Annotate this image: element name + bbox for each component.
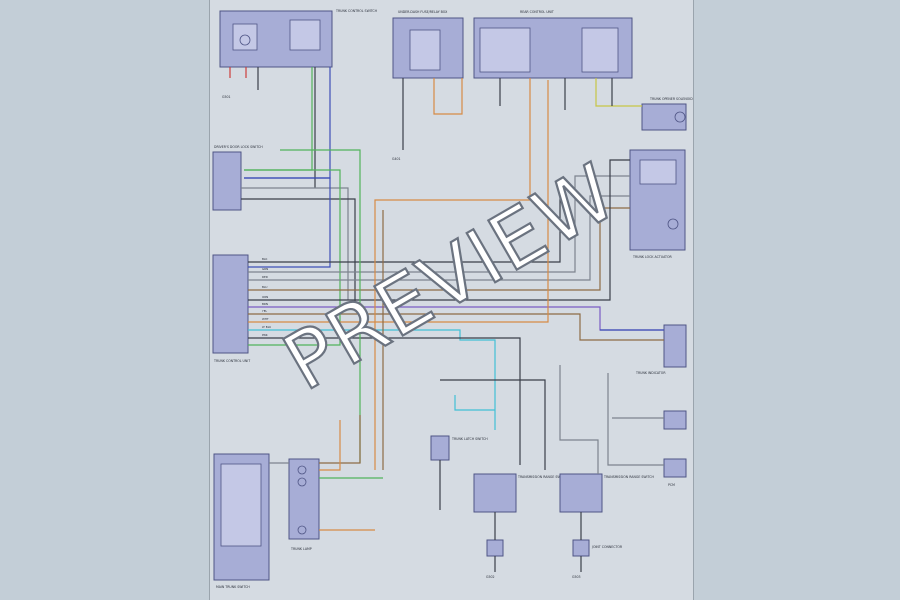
- rear-control-box: REAR CONTROL UNIT: [473, 10, 633, 79]
- relay-a-label: TRANSMISSION RANGE SWITCH: [517, 475, 568, 479]
- fuse-box: UNDER-DASH FUSE/RELAY BOX: [392, 10, 464, 79]
- rear-lamp-box: TRUNK LAMP: [288, 458, 320, 551]
- pin-label: ORN: [262, 295, 268, 299]
- harness-join-a: [486, 539, 504, 557]
- latch-switch-box: TRUNK LATCH SWITCH: [430, 435, 488, 461]
- lock-actuator-box: TRUNK LOCK ACTUATOR: [629, 149, 686, 259]
- ground-g2: G401: [392, 157, 401, 161]
- opener-solenoid-label: TRUNK OPENER SOLENOID: [649, 97, 693, 101]
- pin-label: RED: [262, 275, 268, 279]
- small-box-right-1: [663, 410, 687, 430]
- latch-switch-label: TRUNK LATCH SWITCH: [451, 437, 488, 441]
- pin-label: GRN: [262, 267, 268, 271]
- pin-label: PNK: [262, 333, 268, 337]
- indicator-box: TRUNK INDICATOR: [635, 324, 687, 375]
- pin-label: BRN: [262, 302, 268, 306]
- rear-control-label: REAR CONTROL UNIT: [520, 10, 554, 14]
- main-switch-label: MAIN TRUNK SWITCH: [216, 585, 250, 589]
- relay-b-label: TRANSMISSION RANGE SWITCH: [603, 475, 654, 479]
- relay-b-box: TRANSMISSION RANGE SWITCH: [559, 473, 654, 513]
- pcm-box: PCM: [663, 458, 687, 487]
- control-unit-box: TRUNK CONTROL UNIT: [212, 254, 250, 363]
- relay-a-box: TRANSMISSION RANGE SWITCH: [473, 473, 568, 513]
- pin-labels: BLK GRN RED BLU ORN BRN YEL WHT LT BLU P…: [262, 257, 271, 337]
- rear-lamp-label: TRUNK LAMP: [290, 547, 312, 551]
- ground-g1: G501: [222, 95, 231, 99]
- pin-label: WHT: [262, 317, 269, 321]
- pin-label: LT BLU: [262, 325, 271, 329]
- ground-g4: G503: [572, 575, 581, 579]
- ground-labels: G501 G401 G502 G503: [222, 95, 581, 579]
- lock-actuator-label: TRUNK LOCK ACTUATOR: [632, 255, 673, 259]
- pin-label: BLU: [262, 285, 267, 289]
- main-switch-box: MAIN TRUNK SWITCH: [213, 453, 270, 589]
- trunk-switch-label: TRUNK CONTROL SWITCH: [335, 9, 378, 13]
- harness-join-label: JOINT CONNECTOR: [591, 545, 623, 549]
- trunk-switch-box: TRUNK CONTROL SWITCH: [219, 9, 378, 68]
- pin-label: BLK: [262, 257, 267, 261]
- fuse-box-label: UNDER-DASH FUSE/RELAY BOX: [398, 10, 448, 14]
- opener-solenoid-box: TRUNK OPENER SOLENOID: [641, 97, 693, 131]
- preview-watermark: PREVIEW: [270, 147, 633, 409]
- harness-join-b: JOINT CONNECTOR: [572, 539, 623, 557]
- ground-g3: G502: [486, 575, 495, 579]
- pcm-label: PCM: [668, 483, 675, 487]
- indicator-label: TRUNK INDICATOR: [635, 371, 666, 375]
- wire-network: [229, 67, 664, 572]
- switch-unit-label: DRIVER'S DOOR LOCK SWITCH: [214, 145, 263, 149]
- switch-unit-box: DRIVER'S DOOR LOCK SWITCH: [212, 145, 263, 211]
- pin-label: YEL: [262, 309, 267, 313]
- control-unit-label: TRUNK CONTROL UNIT: [213, 359, 250, 363]
